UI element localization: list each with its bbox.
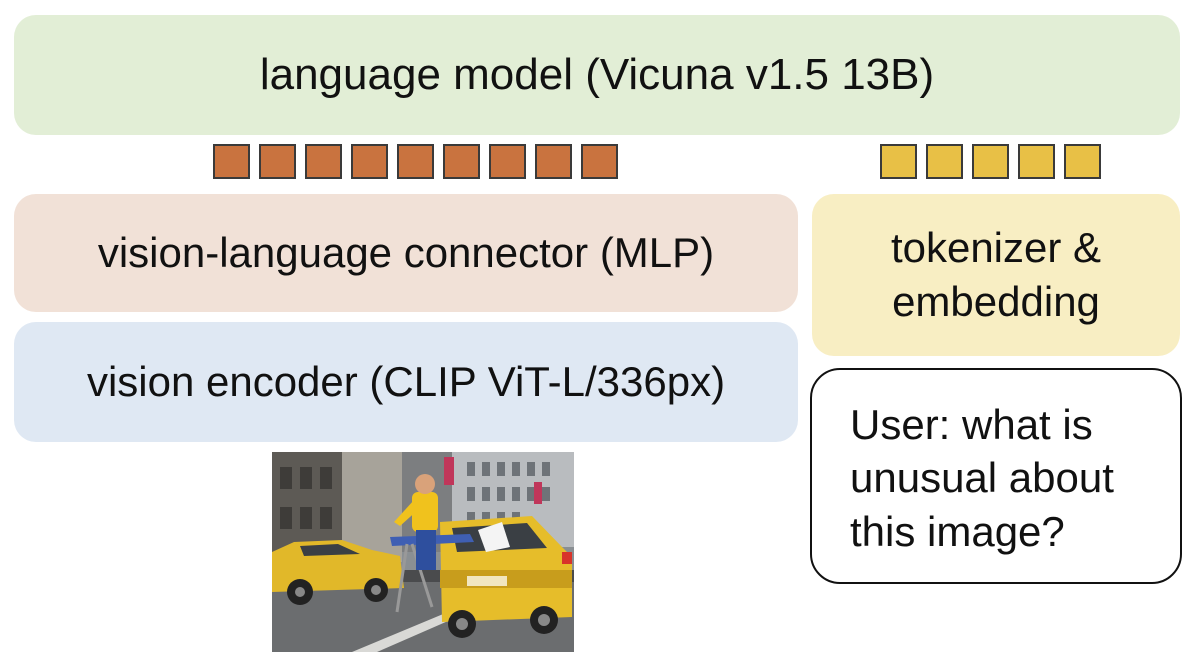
text-token [972,144,1009,179]
user-prompt-box: User: what is unusual about this image? [810,368,1182,584]
photo-icon [272,452,574,652]
text-token [1018,144,1055,179]
tokenizer-label-line1: tokenizer & [890,224,1102,272]
language-model-block: language model (Vicuna v1.5 13B) [14,15,1180,135]
tokenizer-embedding-block: tokenizer & embedding [812,194,1180,356]
connector-label: vision-language connector (MLP) [97,229,715,276]
language-model-label: language model (Vicuna v1.5 13B) [259,50,935,99]
taxi-ironing-photo [272,452,574,652]
vision-language-connector-block: vision-language connector (MLP) [14,194,798,312]
text-token [926,144,963,179]
vision-encoder-label: vision encoder (CLIP ViT-L/336px) [86,358,726,405]
prompt-line1: User: what is [850,401,1093,448]
vision-encoder-block: vision encoder (CLIP ViT-L/336px) [14,322,798,442]
visual-token [305,144,342,179]
prompt-line2: unusual about [850,454,1114,502]
visual-token [489,144,526,179]
text-token-row [880,144,1101,179]
visual-token [535,144,572,179]
visual-token [351,144,388,179]
visual-token-row [213,144,618,179]
visual-token [443,144,480,179]
visual-token [397,144,434,179]
text-token [880,144,917,179]
visual-token [213,144,250,179]
visual-token [259,144,296,179]
tokenizer-label-line2: embedding [892,278,1100,325]
text-token [1064,144,1101,179]
prompt-line3: this image? [850,507,1065,555]
visual-token [581,144,618,179]
